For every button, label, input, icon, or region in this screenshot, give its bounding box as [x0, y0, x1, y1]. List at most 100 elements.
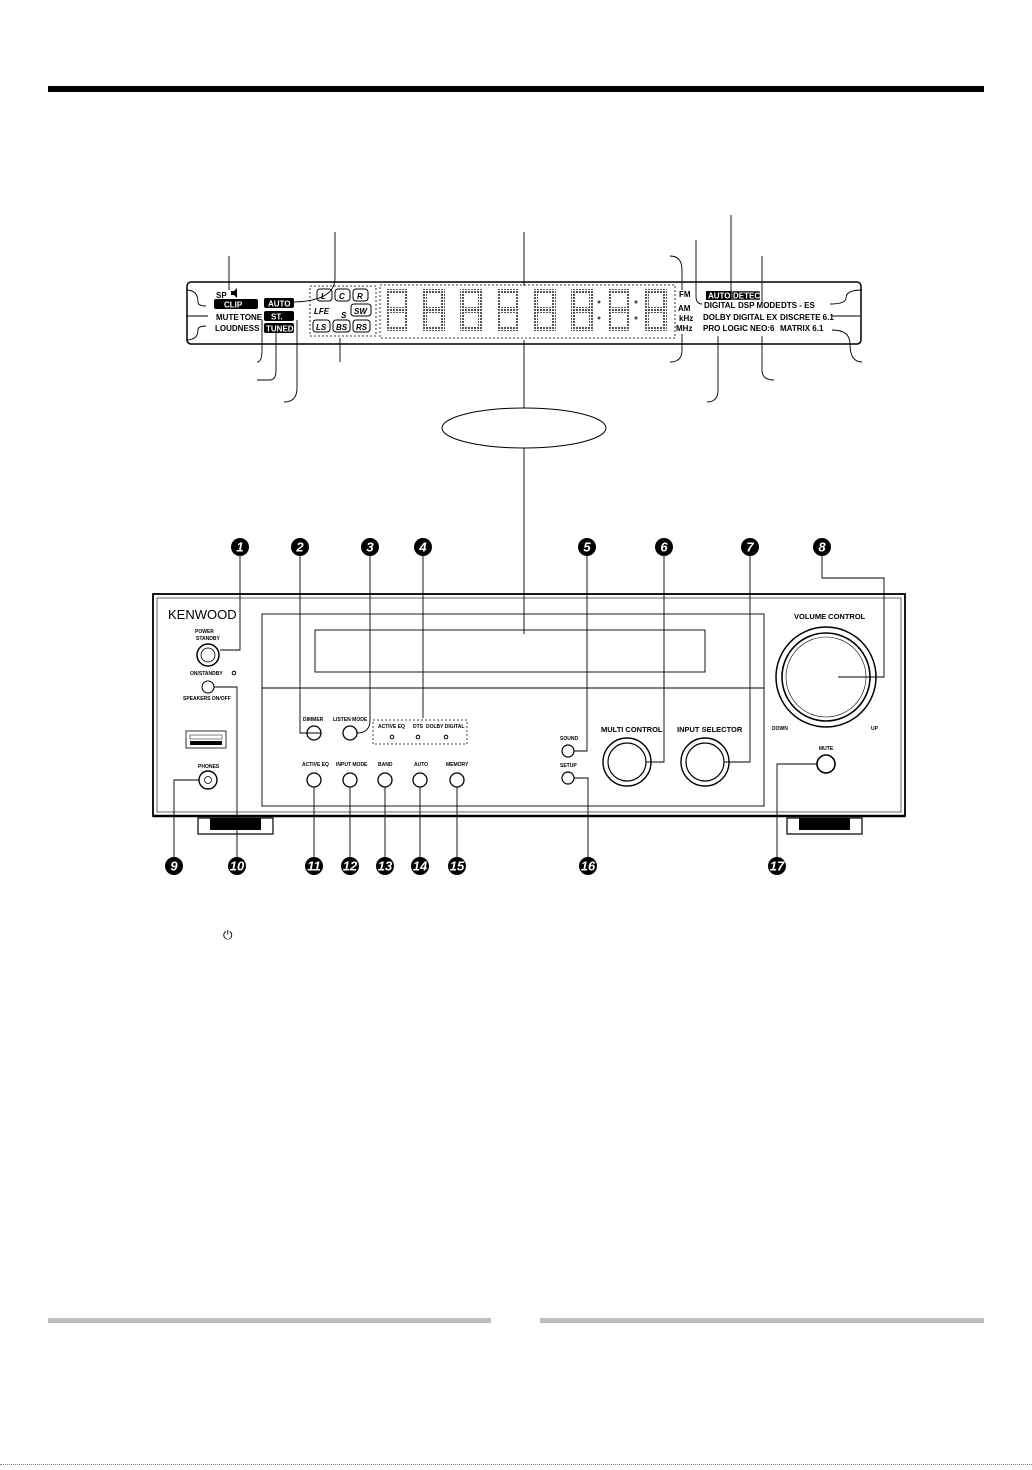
ch-c: C: [339, 292, 345, 301]
clip-box: [214, 299, 258, 309]
display-left-indicators: SP CLIP MUTE TONE LOUDNESS AUTO ST. TUNE…: [214, 288, 294, 334]
svg-text:17: 17: [770, 859, 785, 874]
svg-text:5: 5: [583, 540, 591, 555]
memory-button[interactable]: [449, 772, 465, 788]
volume-up-label: UP: [871, 726, 879, 732]
svg-text:8: 8: [818, 540, 826, 555]
discrete-indicator: DISCRETE 6.1: [780, 313, 834, 322]
multi-control-knob[interactable]: [602, 737, 652, 787]
khz-indicator: kHz: [679, 314, 693, 323]
tone-indicator: TONE: [240, 313, 263, 322]
panel-leader-lines: [173, 556, 885, 858]
listen-mode-button[interactable]: [342, 725, 358, 741]
display-right-indicators: AUTO DETECT DIGITAL DSP MODE DTS - ES DO…: [703, 290, 834, 333]
auto-label: AUTO: [414, 762, 428, 768]
stereo-indicator: ST.: [271, 313, 283, 322]
callout-15: 15: [448, 857, 466, 875]
dts-indicator-label: DTS: [413, 724, 424, 730]
svg-text:4: 4: [418, 540, 427, 555]
receiver-front-panel: [152, 593, 906, 835]
callout-3: 3: [361, 538, 379, 556]
multi-control-label: MULTI CONTROL: [601, 725, 663, 734]
phones-jack[interactable]: [198, 770, 218, 790]
tuned-indicator: TUNED: [266, 325, 294, 334]
callout-2: 2: [291, 538, 309, 556]
matrix-indicator: MATRIX 6.1: [780, 324, 824, 333]
active-eq-indicator-label: ACTIVE EQ: [378, 724, 405, 730]
neo6-indicator: NEO:6: [750, 324, 775, 333]
display-leader-lines: [185, 215, 863, 408]
mute-button[interactable]: [816, 754, 836, 774]
ch-rs: RS: [356, 323, 368, 332]
svg-text:12: 12: [343, 859, 358, 874]
dolby-indicator-label: DOLBY DIGITAL: [426, 724, 464, 730]
auto-detect-detect: DETECT: [733, 292, 765, 301]
svg-text:13: 13: [378, 859, 393, 874]
svg-text:6: 6: [660, 540, 668, 555]
input-mode-button[interactable]: [342, 772, 358, 788]
dsp-mode-indicator: DSP MODE: [738, 301, 781, 310]
mhz-indicator: MHz: [676, 324, 692, 333]
callouts-bottom: 9 10 11 12 13 14 15 16 17: [165, 857, 786, 875]
callout-10: 10: [228, 857, 246, 875]
input-selector-label: INPUT SELECTOR: [677, 725, 743, 734]
dts-led: [415, 734, 421, 740]
loudness-indicator: LOUDNESS: [215, 324, 260, 333]
standby-label: STANDBY: [196, 636, 220, 642]
volume-control-label: VOLUME CONTROL: [794, 612, 866, 621]
svg-text:2: 2: [295, 540, 304, 555]
mute-label: MUTE: [819, 746, 834, 752]
speaker-icon: [231, 288, 237, 298]
section-rule-right: [540, 1318, 984, 1323]
band-indicators: FM AM kHz MHz: [676, 290, 693, 333]
speakers-label: SPEAKERS ON/OFF: [183, 696, 231, 702]
svg-text:15: 15: [450, 859, 465, 874]
channel-indicators: L C R LFE S SW LS BS RS: [309, 285, 377, 337]
callout-7: 7: [741, 538, 759, 556]
pro-logic-indicator: PRO LOGIC: [703, 324, 748, 333]
band-label: BAND: [378, 762, 393, 768]
callout-11: 11: [305, 857, 323, 875]
setup-label: SETUP: [560, 763, 577, 769]
power-symbol-icon: ⏻: [223, 928, 233, 942]
sound-button[interactable]: [561, 744, 575, 758]
speakers-button[interactable]: [201, 680, 215, 694]
brand-logo: KENWOOD: [168, 607, 237, 622]
on-standby-label: ON/STANDBY: [190, 671, 223, 677]
svg-text:16: 16: [581, 859, 596, 874]
svg-text:1: 1: [236, 540, 243, 555]
sound-label: SOUND: [560, 736, 578, 742]
svg-text:7: 7: [746, 540, 754, 555]
active-eq-label: ACTIVE EQ: [302, 762, 329, 768]
setup-button[interactable]: [561, 771, 575, 785]
segment-digits: [379, 284, 676, 339]
callouts-top: 1 2 3 4 5 6 7 8: [231, 538, 831, 556]
svg-text:14: 14: [413, 859, 428, 874]
dolby-digital-ex-indicator: DOLBY DIGITAL EX: [703, 313, 778, 322]
callout-17: 17: [768, 857, 786, 875]
active-eq-led: [389, 734, 395, 740]
display-callout-ellipse: [441, 407, 607, 449]
memory-label: MEMORY: [446, 762, 469, 768]
ch-r: R: [357, 292, 363, 301]
fm-indicator: FM: [679, 290, 691, 299]
listen-mode-label: LISTEN MODE: [333, 717, 368, 723]
input-selector-knob[interactable]: [680, 737, 730, 787]
svg-text:10: 10: [230, 859, 245, 874]
callout-13: 13: [376, 857, 394, 875]
callout-6: 6: [655, 538, 673, 556]
svg-text:3: 3: [366, 540, 374, 555]
clip-indicator: CLIP: [224, 301, 243, 310]
dts-es-indicator: DTS - ES: [781, 301, 815, 310]
callout-14: 14: [411, 857, 429, 875]
power-button[interactable]: [196, 643, 220, 667]
mute-indicator: MUTE: [216, 313, 239, 322]
band-button[interactable]: [377, 772, 393, 788]
section-rule-left: [48, 1318, 491, 1323]
active-eq-button[interactable]: [306, 772, 322, 788]
digital-indicator: DIGITAL: [704, 301, 736, 310]
ch-lfe: LFE: [314, 307, 330, 316]
auto-button[interactable]: [412, 772, 428, 788]
callout-12: 12: [341, 857, 359, 875]
phones-label: PHONES: [198, 764, 220, 770]
